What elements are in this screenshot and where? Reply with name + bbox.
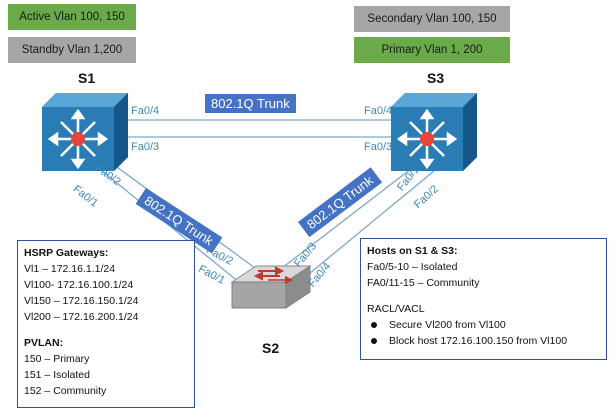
s1-standby-tag: Standby Vlan 1,200 — [8, 37, 136, 63]
pvlan-line: 150 – Primary — [24, 353, 90, 365]
acl-bullet: Block host 172.16.100.150 from Vl100 — [367, 333, 600, 349]
hosts-line: FA0/11-15 – Community — [367, 277, 480, 289]
s3-port-fa04: Fa0/4 — [364, 105, 393, 117]
s3-primary-tag: Primary Vlan 1, 200 — [354, 37, 510, 63]
s1-active-tag: Active Vlan 100, 150 — [8, 4, 136, 30]
s2-label: S2 — [262, 340, 280, 356]
s1-port-fa04: Fa0/4 — [131, 105, 160, 117]
pvlan-line: 152 – Community — [24, 385, 107, 397]
s3-label: S3 — [427, 70, 445, 86]
s1-layer3-switch-icon[interactable] — [42, 93, 128, 171]
hsrp-pvlan-box: HSRP Gateways: Vl1 – 172.16.1.1/24 Vl100… — [17, 240, 195, 408]
hsrp-title: HSRP Gateways: — [24, 247, 109, 259]
trunk-label-top: 802.1Q Trunk — [205, 94, 296, 113]
acl-bullet: Secure Vl200 from Vl100 — [367, 317, 600, 333]
link-s3-s2-fa01 — [281, 161, 421, 269]
hsrp-line: Vl1 – 172.16.1.1/24 — [24, 263, 116, 275]
s2-workgroup-switch-icon[interactable] — [228, 262, 312, 332]
hosts-line: Fa0/5-10 – Isolated — [367, 261, 458, 273]
bullet-icon — [371, 338, 377, 344]
hsrp-line: Vl100- 172.16.100.1/24 — [24, 279, 134, 291]
hsrp-line: Vl150 – 172.16.150.1/24 — [24, 295, 139, 307]
pvlan-title: PVLAN: — [24, 337, 64, 349]
acl-title: RACL/VACL — [367, 303, 425, 315]
bullet-icon — [371, 322, 377, 328]
hosts-title: Hosts on S1 & S3: — [367, 245, 458, 257]
link-s3-s2-fa02 — [297, 165, 441, 284]
hsrp-line: Vl200 – 172.16.200.1/24 — [24, 311, 139, 323]
s3-layer3-switch-icon[interactable] — [391, 93, 477, 171]
pvlan-line: 151 – Isolated — [24, 369, 90, 381]
s3-port-fa03: Fa0/3 — [364, 141, 393, 153]
s1-label: S1 — [78, 70, 96, 86]
acl-bullet-text: Block host 172.16.100.150 from Vl100 — [389, 335, 568, 347]
acl-bullet-text: Secure Vl200 from Vl100 — [389, 319, 506, 331]
s1-port-fa03: Fa0/3 — [131, 141, 160, 153]
hosts-acl-box: Hosts on S1 & S3: Fa0/5-10 – Isolated FA… — [360, 238, 607, 360]
s3-secondary-tag: Secondary Vlan 100, 150 — [354, 6, 510, 32]
